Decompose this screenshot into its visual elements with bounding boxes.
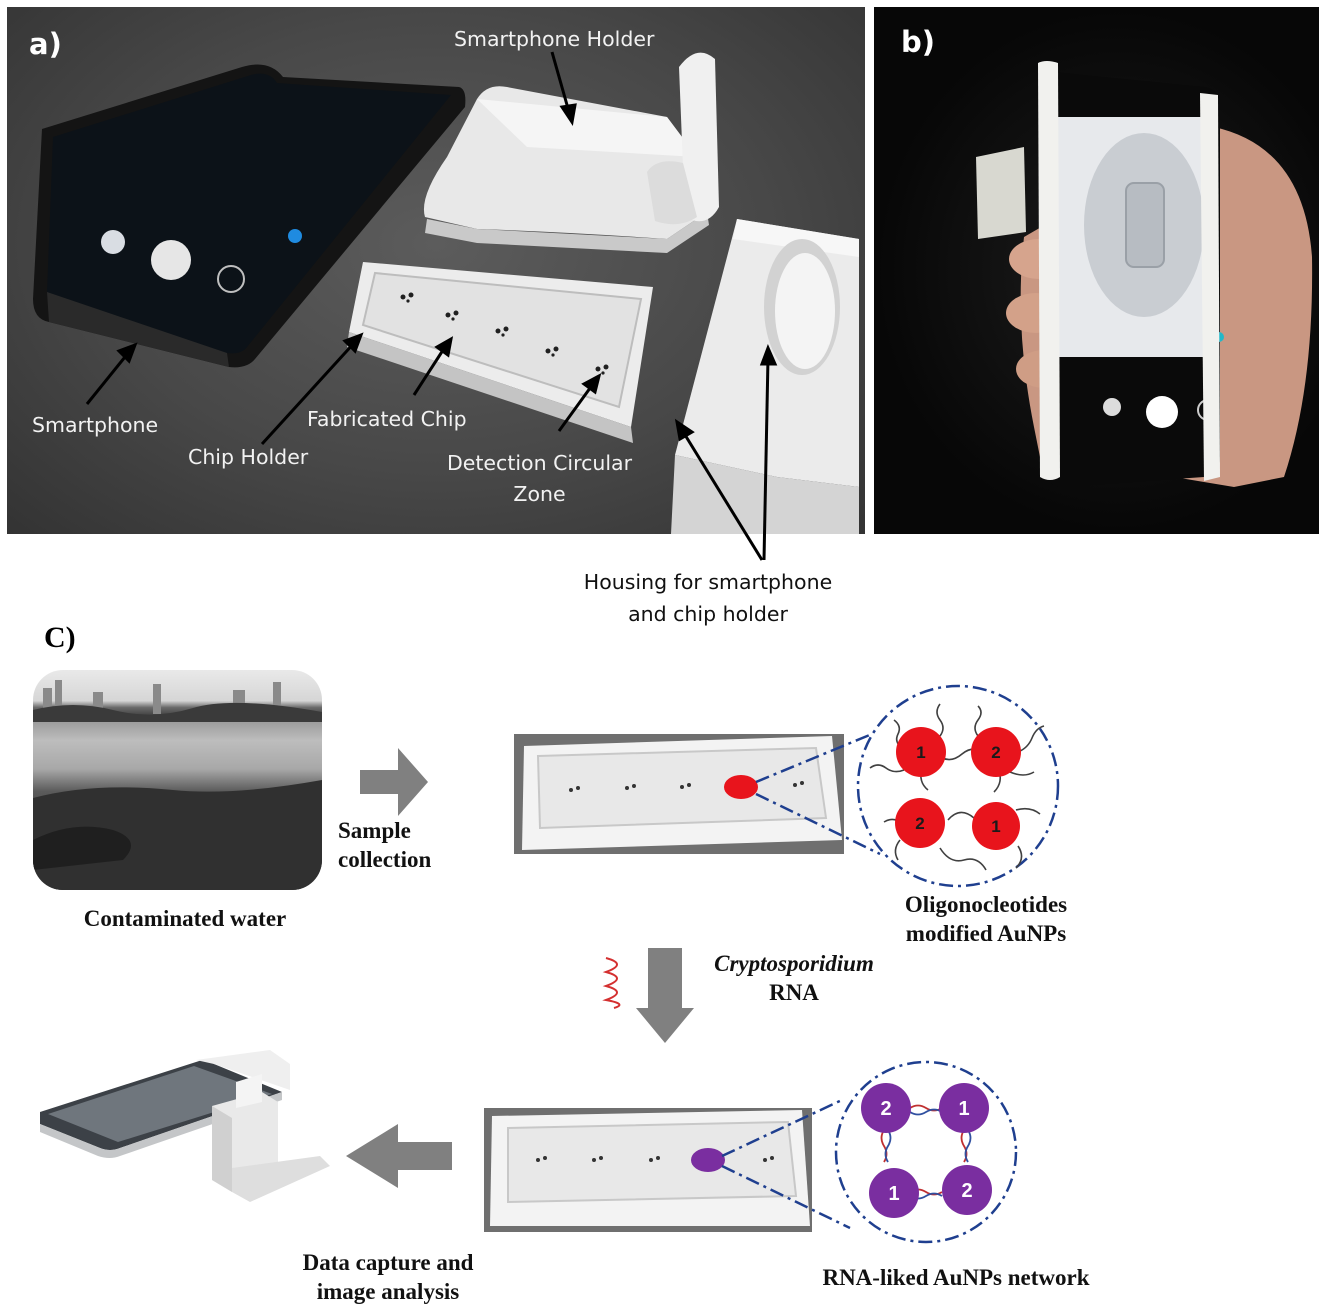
- chip-bottom: [484, 1108, 812, 1232]
- top-np-label-1: 1: [916, 743, 925, 762]
- panel-c-letter: C): [44, 621, 76, 654]
- panel-a-photo: a) Smartphone Holder Smartphone Fabricat…: [7, 7, 865, 534]
- label-rna-network: RNA-liked AuNPs network: [822, 1265, 1090, 1290]
- bottom-np-label-1: 2: [880, 1098, 891, 1120]
- label-oligo-aunps: Oligonocleotides modified AuNPs: [876, 890, 1096, 948]
- rna-hybridization-arrow: [636, 948, 694, 1043]
- bottom-np-label-4: 2: [961, 1180, 972, 1202]
- label-detection-zone-line1: Detection Circular: [447, 451, 633, 475]
- chip-top: [514, 734, 844, 854]
- label-cryptosporidium-rna: Cryptosporidium RNA: [694, 949, 894, 1007]
- zoom-circle-bottom: [834, 1060, 1018, 1244]
- sample-collection-arrow: [360, 748, 428, 816]
- label-data-capture-line1: Data capture and: [302, 1250, 474, 1275]
- bottom-np-label-2: 1: [958, 1098, 969, 1120]
- label-rna-line1: Cryptosporidium: [714, 951, 874, 976]
- label-detection-zone: Detection Circular Zone: [447, 448, 632, 510]
- top-np-group: [895, 727, 1021, 850]
- bottom-np-2: [939, 1083, 989, 1133]
- red-detection-spot: [724, 775, 758, 799]
- smartphone-holder-part: [423, 52, 719, 253]
- smartphone-device: [33, 64, 466, 368]
- bottom-np-4: [942, 1165, 992, 1215]
- device-render: [40, 1050, 330, 1202]
- panel-b-photo: b): [874, 7, 1319, 534]
- bottom-np-1: [861, 1083, 911, 1133]
- label-oligo-line2: modified AuNPs: [905, 921, 1067, 946]
- label-smartphone: Smartphone: [32, 413, 159, 437]
- label-detection-zone-line2: Zone: [513, 482, 566, 506]
- label-sample-collection-line1: Sample: [338, 818, 411, 843]
- purple-detection-spot: [691, 1148, 725, 1172]
- top-np-4: [972, 802, 1020, 850]
- label-data-capture: Data capture and image analysis: [270, 1248, 506, 1306]
- bottom-np-3: [869, 1168, 919, 1218]
- top-np-label-2: 2: [991, 743, 1000, 762]
- label-smartphone-holder: Smartphone Holder: [454, 27, 655, 51]
- chip-holder-part: [347, 262, 653, 443]
- label-contaminated-water: Contaminated water: [83, 906, 287, 931]
- panel-a-illustration: [33, 51, 859, 534]
- top-np-2: [971, 727, 1021, 777]
- rna-strand: [602, 957, 621, 1009]
- label-sample-collection: Sample collection: [338, 816, 431, 874]
- panel-b-illustration: [976, 61, 1313, 487]
- label-data-capture-line2: image analysis: [316, 1279, 460, 1304]
- panel-a-pointer-arrows: [85, 51, 602, 446]
- data-capture-arrow: [346, 1124, 452, 1188]
- label-housing-line2: and chip holder: [628, 602, 788, 626]
- water-scene: [33, 680, 322, 890]
- contaminated-water-photo: [33, 670, 322, 890]
- top-np-label-3: 2: [915, 814, 924, 833]
- panel-b-letter: b): [901, 25, 936, 59]
- label-oligo-line1: Oligonocleotides: [904, 892, 1068, 917]
- zoom-circle-top: [856, 684, 1060, 888]
- label-housing: Housing for smartphone and chip holder: [563, 566, 853, 630]
- top-np-3: [895, 798, 945, 848]
- label-rna-line2: RNA: [769, 980, 819, 1005]
- label-sample-collection-line2: collection: [338, 847, 432, 872]
- label-fabricated-chip: Fabricated Chip: [307, 407, 467, 431]
- label-chip-holder: Chip Holder: [188, 445, 309, 469]
- top-np-1: [896, 727, 946, 777]
- top-np-label-4: 1: [991, 817, 1000, 836]
- bottom-np-group: [861, 1083, 992, 1218]
- bottom-np-label-3: 1: [888, 1183, 899, 1205]
- panel-a-letter: a): [29, 27, 62, 61]
- label-housing-line1: Housing for smartphone: [583, 570, 833, 594]
